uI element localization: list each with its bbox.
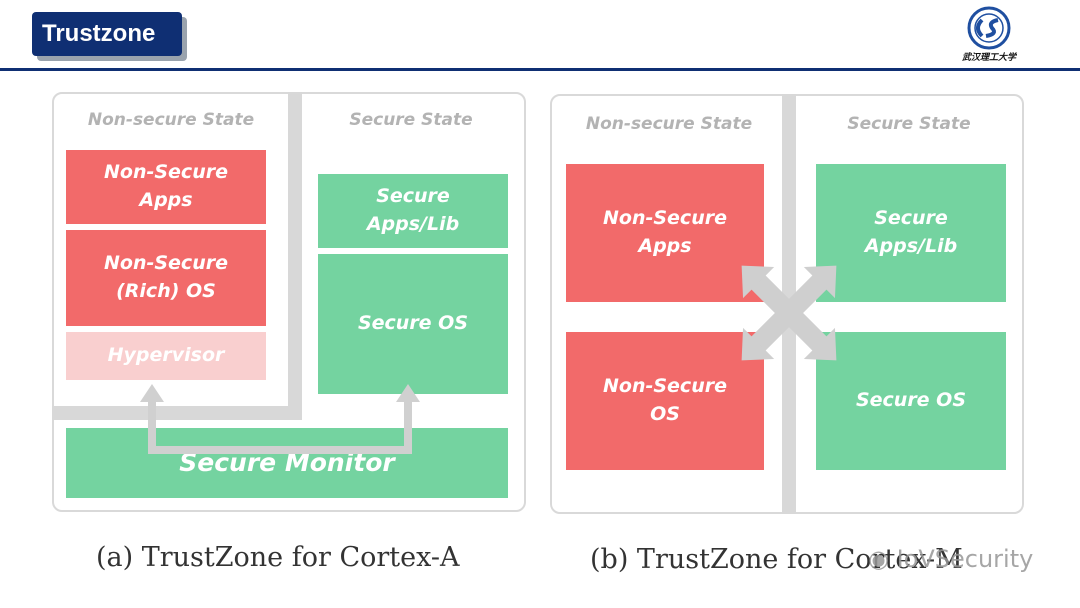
page-title: Trustzone (32, 12, 182, 56)
watermark: ◉ IoVSecurity (868, 545, 1033, 573)
watermark-text: IoVSecurity (896, 545, 1034, 573)
diagram-b-secure-os: Secure OS (816, 332, 1006, 470)
wechat-icon: ◉ (868, 545, 889, 573)
diagram-b-nonsecure-label: Non-secure State (585, 114, 753, 134)
diagram-a-boundary-vertical (288, 92, 302, 420)
diagram-a-hypervisor: Hypervisor (66, 332, 266, 380)
diagram-a-secure-label: Secure State (349, 110, 473, 130)
diagram-b-nonsecure-os: Non-Secure OS (566, 332, 764, 470)
diagram-b-caption: (b) TrustZone for Cortex-M (590, 544, 963, 575)
diagram-b-nonsecure-apps: Non-Secure Apps (566, 164, 764, 302)
diagram-a-secure-apps: Secure Apps/Lib (318, 174, 508, 248)
university-seal-icon (967, 6, 1011, 50)
diagram-a-nonsecure-apps: Non-Secure Apps (66, 150, 266, 224)
diagram-b-secure-label: Secure State (847, 114, 971, 134)
diagram-a-monitor-arrows (140, 384, 420, 454)
diagram-a-caption: (a) TrustZone for Cortex-A (96, 542, 460, 573)
university-name: 武汉理工大学 (961, 53, 1016, 63)
diagram-a-nonsecure-label: Non-secure State (87, 110, 255, 130)
diagram-a-boundary-horizontal (52, 406, 302, 420)
university-logo: 武汉理工大学 (944, 6, 1034, 66)
header-divider (0, 68, 1080, 71)
diagram-b-secure-apps: Secure Apps/Lib (816, 164, 1006, 302)
diagram-a-nonsecure-os: Non-Secure (Rich) OS (66, 230, 266, 326)
diagram-b-cross-arrows-icon (741, 265, 837, 361)
diagram-a-secure-os: Secure OS (318, 254, 508, 394)
